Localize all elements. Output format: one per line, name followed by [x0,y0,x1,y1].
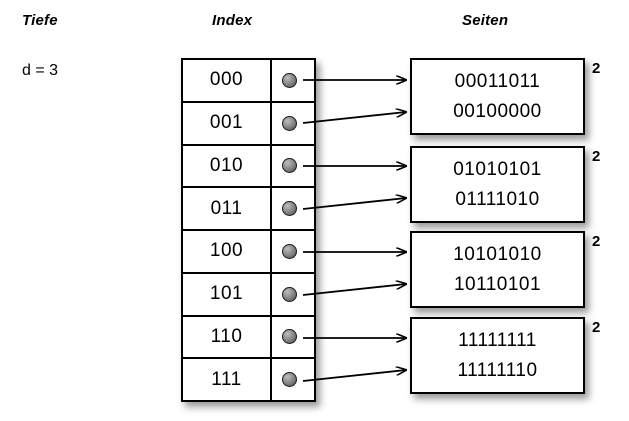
index-key: 010 [183,145,272,187]
index-key: 110 [183,316,272,358]
pointer-arrow-111 [302,370,406,382]
pointer-dot-icon [282,329,297,345]
page-box: 11111111 11111110 [410,317,585,394]
page-line: 00100000 [453,100,542,122]
page-box: 00011011 00100000 [410,58,585,135]
index-pointer-cell [272,359,314,400]
column-heading-depth: Tiefe [22,12,58,29]
page-line: 10110101 [453,273,542,295]
pointer-arrow-101 [302,284,406,296]
pointer-dot-icon [282,115,297,131]
page-count-label: 2 [592,319,601,336]
page-line: 00011011 [454,70,541,92]
column-heading-index: Index [212,12,253,29]
index-row: 000 [183,60,314,103]
pointer-arrow-011 [302,198,406,210]
index-table: 000 001 010 011 100 101 110 [181,58,316,402]
index-pointer-cell [272,231,314,272]
index-row: 101 [183,273,314,317]
index-row: 001 [183,102,314,146]
index-row: 100 [183,231,314,274]
pointer-dot-icon [282,201,297,217]
index-pointer-cell [272,188,314,229]
page-box: 10101010 10110101 [410,231,585,308]
page-count-label: 2 [592,148,601,165]
index-key: 101 [183,273,272,315]
index-pointer-cell [272,274,314,315]
page-line: 11111110 [457,359,538,381]
index-key: 100 [183,231,272,272]
column-heading-pages: Seiten [462,12,509,29]
page-line: 01111010 [455,188,540,210]
page-box: 01010101 01111010 [410,146,585,223]
depth-value-label: d = 3 [22,62,59,79]
pointer-dot-icon [282,372,297,388]
page-count-label: 2 [592,233,601,250]
index-key: 011 [183,188,272,229]
page-count-label: 2 [592,60,601,77]
pointer-arrow-001 [302,112,406,124]
index-pointer-cell [272,103,314,144]
index-key: 001 [183,102,272,144]
pointer-dot-icon [282,243,297,259]
index-pointer-cell [272,317,314,358]
page-line: 10101010 [453,243,542,265]
index-row: 111 [183,359,314,400]
pointer-dot-icon [282,286,297,302]
index-pointer-cell [272,146,314,187]
page-line: 11111111 [458,329,537,351]
index-key: 111 [183,359,272,400]
index-row: 110 [183,316,314,360]
page-line: 01010101 [453,158,542,180]
index-pointer-cell [272,60,314,101]
index-row: 011 [183,188,314,231]
pointer-dot-icon [282,158,297,174]
pointer-dot-icon [282,72,297,88]
index-row: 010 [183,145,314,189]
index-key: 000 [183,60,272,101]
